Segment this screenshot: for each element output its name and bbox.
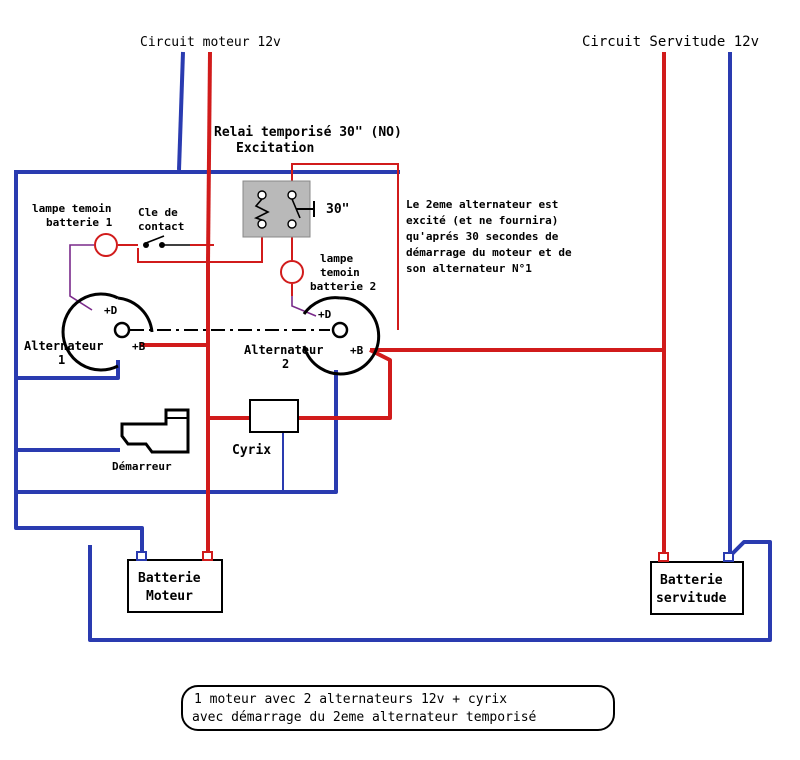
relay-time-label: 30" <box>326 202 349 217</box>
cyrix-box <box>249 399 299 433</box>
alternator-1-symbol <box>61 292 154 372</box>
caption-line2: avec démarrage du 2eme alternateur tempo… <box>192 710 537 725</box>
svg-text:son alternateur N°1: son alternateur N°1 <box>406 262 532 275</box>
svg-text:Le 2eme alternateur est: Le 2eme alternateur est <box>406 198 558 211</box>
battery-servitude-label-line1: Batterie <box>660 573 723 588</box>
alt2-label-line1: Alternateur <box>244 343 323 357</box>
caption-line1: 1 moteur avec 2 alternateurs 12v + cyrix <box>194 692 507 707</box>
lamp1-icon <box>94 233 118 257</box>
alt2-terminal-b: +B <box>350 344 364 357</box>
key-switch-icon <box>143 235 190 248</box>
lamp2-icon <box>280 260 304 284</box>
key-label-line2: contact <box>138 220 184 233</box>
circuit-moteur-label: Circuit moteur 12v <box>140 35 281 50</box>
lamp1-label-line2: batterie 1 <box>46 216 113 229</box>
caption-box <box>181 685 615 731</box>
lamp1-label-line1: lampe temoin <box>32 202 111 215</box>
alt1-label-line2: 1 <box>58 353 65 367</box>
starter-symbol <box>120 408 190 454</box>
note-text: Le 2eme alternateur est excité (et ne fo… <box>406 198 572 275</box>
battery-moteur <box>127 551 223 613</box>
battery-moteur-label-line1: Batterie <box>138 571 201 586</box>
battery-servitude-negative-terminal <box>723 552 734 562</box>
battery-servitude <box>650 552 744 615</box>
relay-symbol <box>242 180 315 238</box>
relay-excitation-label: Excitation <box>236 141 314 156</box>
svg-text:qu'aprés 30 secondes de: qu'aprés 30 secondes de <box>406 230 559 243</box>
battery-moteur-label-line2: Moteur <box>146 589 193 604</box>
cyrix-label: Cyrix <box>232 443 271 458</box>
battery-servitude-positive-terminal <box>658 552 669 562</box>
alt2-label-line2: 2 <box>282 357 289 371</box>
alt1-terminal-b: +B <box>132 340 146 353</box>
starter-label: Démarreur <box>112 460 172 473</box>
battery-moteur-negative-terminal <box>136 551 147 561</box>
alt1-label-line1: Alternateur <box>24 339 103 353</box>
lamp2-label-line3: batterie 2 <box>310 280 376 293</box>
lamp2-label-line1: lampe <box>320 252 353 265</box>
alternator-2-symbol <box>302 296 381 376</box>
key-label-line1: Cle de <box>138 206 178 219</box>
lamp-wires <box>69 244 317 317</box>
svg-text:excité (et ne fournira): excité (et ne fournira) <box>406 214 558 227</box>
alt1-terminal-d: +D <box>104 304 118 317</box>
negative-wires <box>14 51 772 642</box>
svg-text:démarrage du moteur et de: démarrage du moteur et de <box>406 246 572 259</box>
battery-moteur-positive-terminal <box>202 551 213 561</box>
battery-servitude-label-line2: servitude <box>656 591 727 606</box>
lamp2-label-line2: temoin <box>320 266 360 279</box>
alt2-terminal-d: +D <box>318 308 332 321</box>
circuit-servitude-label: Circuit Servitude 12v <box>582 34 759 50</box>
relay-title: Relai temporisé 30" (NO) <box>214 125 402 140</box>
